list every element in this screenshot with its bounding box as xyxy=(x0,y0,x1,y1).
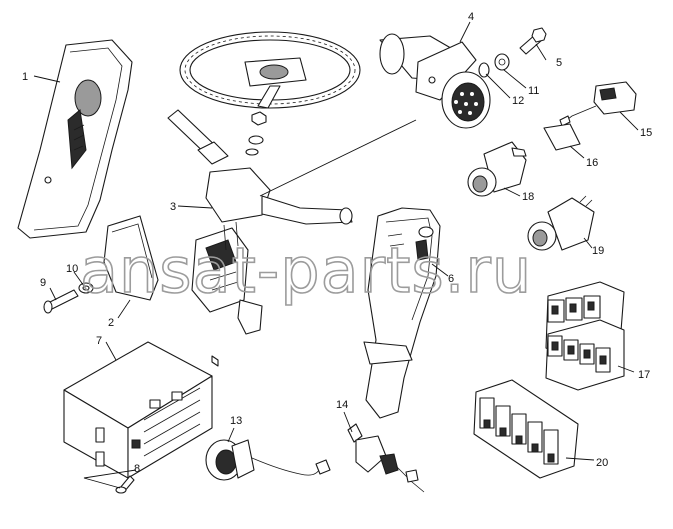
part-label-6: 6 xyxy=(448,273,454,285)
part-label-19: 19 xyxy=(592,245,604,257)
part-number-labels: 1 2 3 4 5 6 7 8 9 10 11 12 13 14 15 16 1… xyxy=(22,11,652,475)
part-14-sender xyxy=(347,423,425,493)
part-label-10: 10 xyxy=(66,263,78,275)
part-label-15: 15 xyxy=(640,127,652,139)
part-4-trailer-socket xyxy=(379,33,491,129)
column-nut xyxy=(245,111,267,156)
part-7-fuse-box xyxy=(63,341,219,479)
part-2-cover-plate xyxy=(103,215,159,301)
part-10-washer xyxy=(78,282,94,294)
part-label-1: 1 xyxy=(22,71,28,83)
leader-lines xyxy=(33,21,639,489)
part-label-16: 16 xyxy=(586,157,598,169)
part-16-cover xyxy=(543,123,581,151)
part-label-13: 13 xyxy=(230,415,242,427)
part-8-screw xyxy=(115,475,135,494)
part-12-lock-washer xyxy=(478,62,490,78)
part-17-relay-block xyxy=(545,281,625,391)
part-5-bolt xyxy=(519,27,547,55)
watermark-text: ansat-parts.ru xyxy=(80,234,532,307)
part-15-connector xyxy=(559,81,637,127)
part-1-column-shroud xyxy=(17,39,133,239)
part-label-5: 5 xyxy=(556,57,562,69)
part-label-14: 14 xyxy=(336,399,348,411)
part-11-flat-washer xyxy=(494,53,510,71)
part-label-2: 2 xyxy=(108,317,114,329)
part-19-switch xyxy=(527,195,595,251)
steering-wheel xyxy=(179,31,361,109)
part-label-12: 12 xyxy=(512,95,524,107)
part-label-18: 18 xyxy=(522,191,534,203)
part-18-switch xyxy=(467,141,527,197)
part-9-screw xyxy=(43,289,79,314)
part-label-3: 3 xyxy=(170,201,176,213)
part-label-20: 20 xyxy=(596,457,608,469)
part-20-relay-set xyxy=(473,379,579,479)
part-label-8: 8 xyxy=(134,463,140,475)
part-3-combination-switch xyxy=(167,109,353,335)
part-label-4: 4 xyxy=(468,11,474,23)
part-label-7: 7 xyxy=(96,335,102,347)
part-label-9: 9 xyxy=(40,277,46,289)
part-label-17: 17 xyxy=(638,369,650,381)
part-6-lever-housing xyxy=(363,207,441,419)
part-13-sensor xyxy=(205,439,331,481)
part-label-11: 11 xyxy=(528,85,539,97)
